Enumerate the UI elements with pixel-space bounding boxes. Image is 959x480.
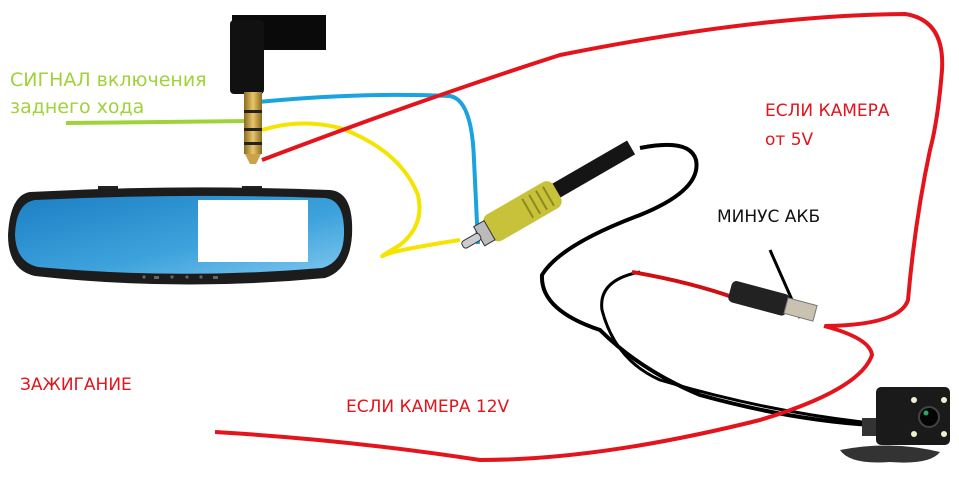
rear-camera bbox=[840, 387, 950, 463]
camera-12v-label: ЕСЛИ КАМЕРА 12V bbox=[346, 397, 510, 417]
power-wire-12v bbox=[214, 324, 875, 463]
camera-power-cable bbox=[631, 270, 736, 300]
signal-label-line1: СИГНАЛ включения bbox=[10, 69, 207, 91]
signal-wire bbox=[65, 119, 251, 125]
ignition-label: ЗАЖИГАНИЕ bbox=[20, 375, 132, 395]
video-wire bbox=[261, 121, 461, 259]
rca-plug bbox=[461, 140, 636, 249]
mirror-buttons bbox=[142, 275, 218, 279]
camera-5v-label-line2: от 5V bbox=[765, 130, 814, 150]
dc-power-plug bbox=[728, 281, 818, 322]
jack-3-5mm-plug bbox=[230, 15, 326, 164]
camera-5v-label-line1: ЕСЛИ КАМЕРА bbox=[765, 101, 890, 121]
rearview-mirror-dvr bbox=[8, 186, 353, 285]
ground-wire-loop bbox=[539, 142, 873, 427]
battery-minus-label: МИНУС АКБ bbox=[717, 207, 821, 227]
signal-label-line2: заднего хода bbox=[10, 96, 145, 118]
power-wire-5v bbox=[261, 11, 945, 328]
mirror-display-area bbox=[198, 200, 308, 262]
